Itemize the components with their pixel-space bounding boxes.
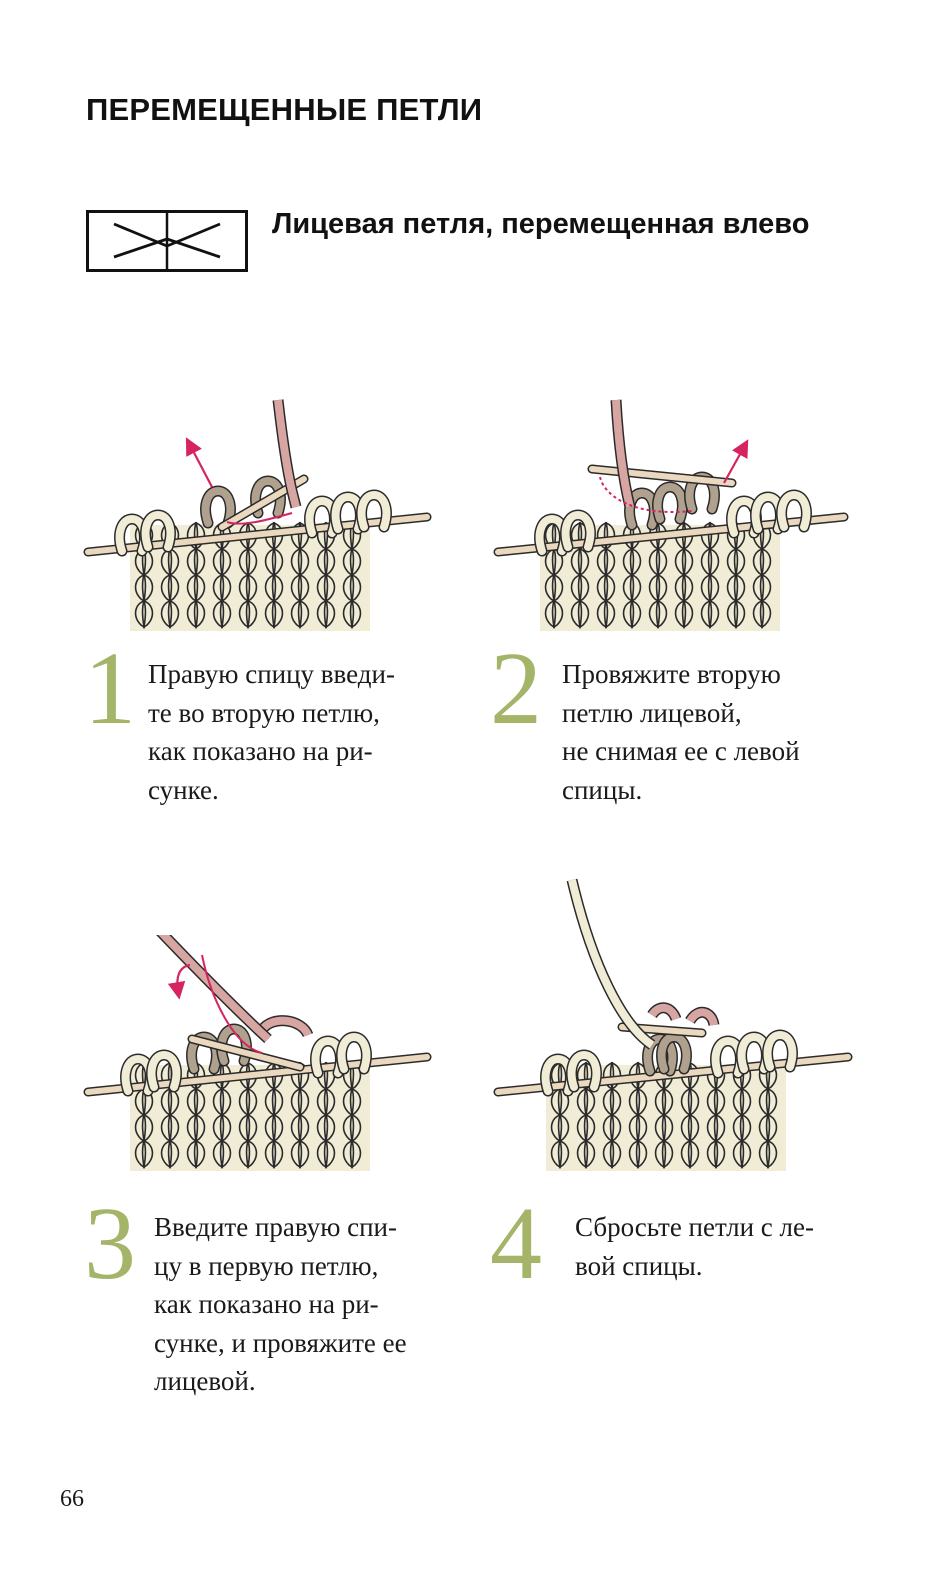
step-2-line: не снимая ее с левой (562, 736, 800, 766)
page-number: 66 (60, 1486, 84, 1512)
step-2-line: Провяжите вторую (562, 659, 781, 689)
step-3-line: лицевой. (154, 1366, 256, 1396)
step-4-line: Сбросьте петли с ле- (575, 1212, 814, 1242)
step-3-line: Введите правую спи- (154, 1212, 397, 1242)
symbol-label: Лицевая петля, перемещенная влево (272, 208, 810, 240)
crossed-stitch-symbol-icon (86, 210, 248, 272)
step-2-line: спицы. (562, 774, 643, 805)
knit-first-stitch-illustration (83, 935, 432, 1185)
step-4-line: вой спицы. (575, 1250, 703, 1281)
step-3-line: цу в первую петлю, (154, 1250, 379, 1281)
step-text-1: Правую спицу введи- те во вторую петлю, … (148, 655, 395, 809)
step-text-4: Сбросьте петли с ле- вой спицы. (575, 1208, 814, 1285)
step-1-line: как показано на ри- (148, 736, 373, 766)
step-1-line: сунке. (148, 774, 219, 805)
step-text-2: Провяжите вторую петлю лицевой, не снима… (562, 655, 800, 809)
step-number-4: 4 (490, 1186, 542, 1301)
step-3-line: как показано на ри- (154, 1289, 379, 1319)
section-title: ПЕРЕМЕЩЕННЫЕ ПЕТЛИ (86, 92, 483, 127)
step-text-3: Введите правую спи- цу в первую петлю, к… (154, 1208, 407, 1401)
step-1-line: те во вторую петлю, (148, 697, 380, 728)
step-3-line: сунке, и провяжите ее (154, 1327, 407, 1358)
knit-second-stitch-illustration (493, 399, 849, 645)
step-number-1: 1 (84, 631, 136, 746)
insert-needle-second-stitch-illustration (83, 399, 432, 645)
drop-stitches-illustration (493, 878, 853, 1185)
step-number-3: 3 (84, 1186, 136, 1301)
step-2-line: петлю лицевой, (562, 697, 742, 728)
step-number-2: 2 (490, 631, 542, 746)
step-1-line: Правую спицу введи- (148, 659, 395, 689)
